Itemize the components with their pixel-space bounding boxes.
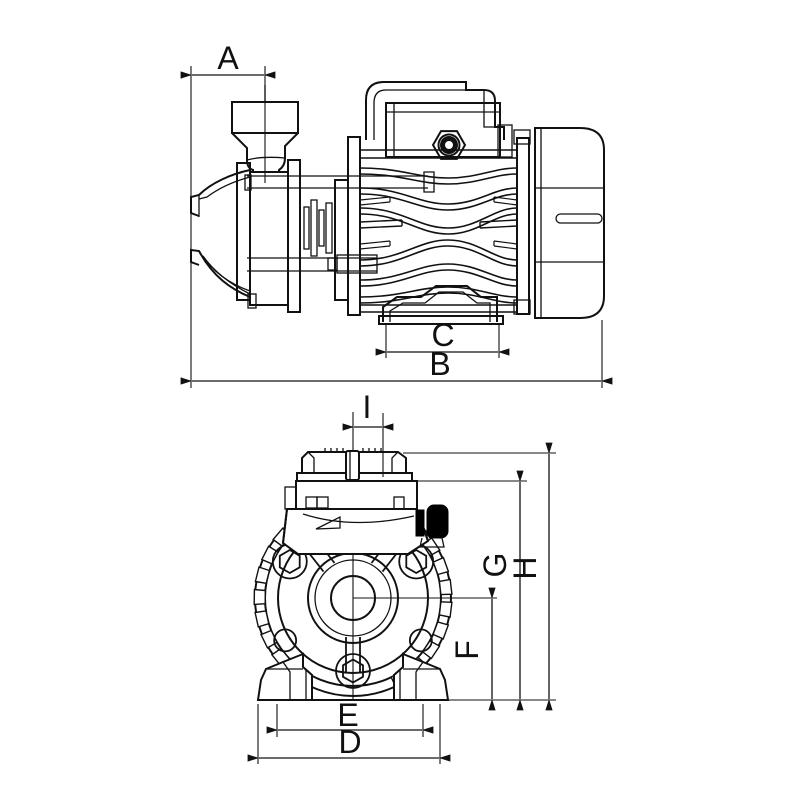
dimension-label-c: C [431, 317, 454, 353]
dimension-lines-side: A C B [180, 40, 613, 388]
port-stub [345, 450, 360, 481]
motor-cooling-fins [359, 149, 518, 313]
dimension-lines-front: I H G F E D [247, 389, 556, 764]
pump-casing [236, 159, 435, 313]
rotation-arrow-icon [315, 515, 341, 530]
fan-cover [534, 127, 605, 319]
dimension-label-b: B [429, 346, 450, 382]
cable-gland [415, 504, 449, 548]
terminal-box [281, 448, 449, 555]
dimension-label-e: E [337, 697, 358, 733]
dimension-label-d: D [338, 724, 361, 760]
motor-body [347, 81, 531, 325]
fan-cover-slot [555, 213, 603, 224]
vent-slots [324, 448, 382, 452]
dimension-label-g: G [477, 553, 513, 578]
dimension-label-f: F [449, 640, 485, 660]
face-bolts [271, 543, 435, 689]
dimension-label-a: A [217, 40, 239, 76]
mounting-feet [256, 652, 450, 701]
motor-base-foot [378, 285, 504, 325]
hex-bolt [431, 130, 467, 160]
dimension-label-h: H [507, 556, 543, 579]
dimension-label-i: I [363, 389, 372, 425]
suction-horn-inlet [190, 169, 251, 298]
shaft-detail [303, 199, 333, 257]
side-view: A C B [180, 40, 613, 388]
front-view: I H G F E D [247, 389, 556, 764]
